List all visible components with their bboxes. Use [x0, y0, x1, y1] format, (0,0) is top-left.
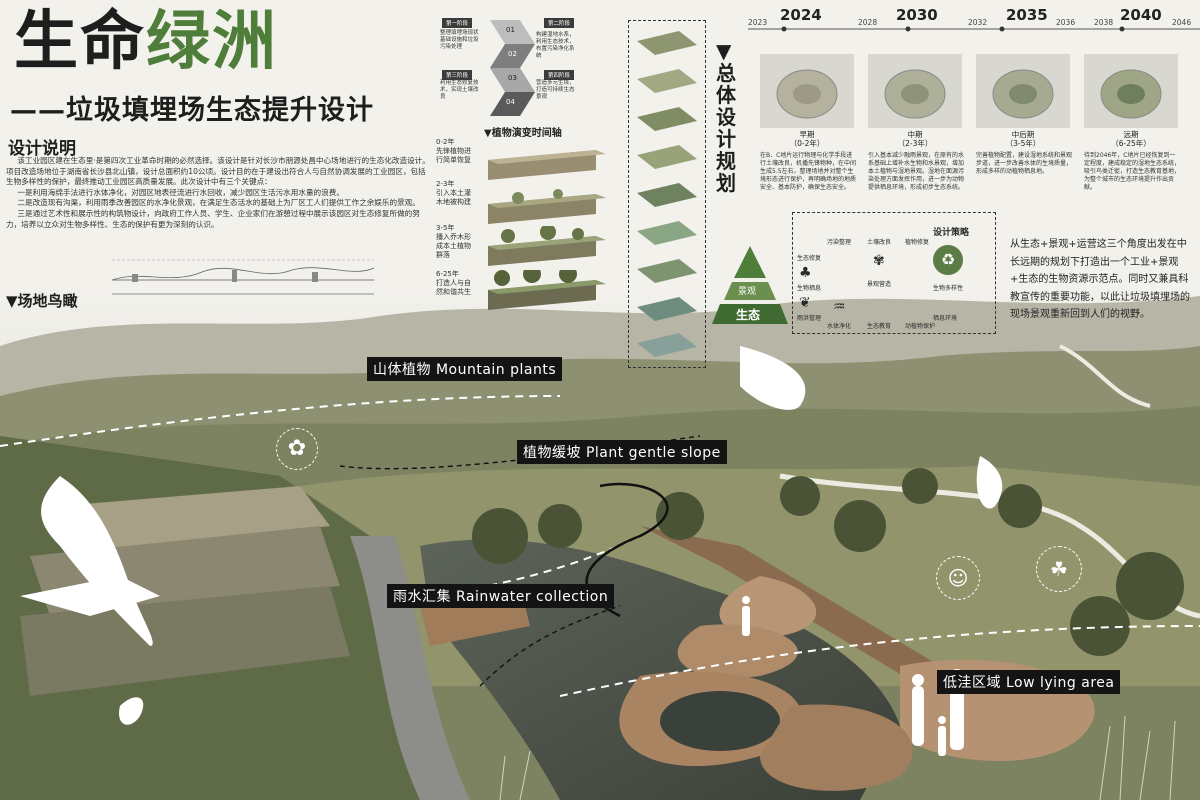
callout-mountain-plants: 山体植物 Mountain plants: [367, 357, 563, 381]
phase-description: 完善植物配置，建设湿地系统和景观步道，进一步改善水体的生境质量，形成多样的动植物…: [976, 152, 1073, 175]
tree-icon: ♣: [799, 265, 812, 281]
year-small-label: 2038: [1094, 18, 1114, 27]
vegetation-stage-label: 6-25年 打造人与自然和谐共生: [436, 270, 471, 296]
flower-icon: ✾: [873, 253, 885, 269]
water-flow-section-diagram: [112, 259, 374, 295]
process-note: 营造多元生境，打造可持续生态景观: [536, 80, 575, 100]
recycle-icon: ♻: [933, 245, 963, 275]
year-small-label: 2023: [748, 18, 768, 27]
phase-name: 早期 （0-2年）: [789, 130, 825, 148]
bird-icon: ❦: [799, 295, 811, 311]
year-small-label: 2036: [1056, 18, 1076, 27]
vegetation-layer-1: [488, 150, 606, 180]
process-number: 02: [508, 50, 517, 58]
design-paragraph: 一是利用海绵手法进行水体净化，对园区地表径流进行水回收，减少园区生活污水用水量的…: [17, 187, 344, 197]
strategy-title: 设计策略: [933, 228, 970, 238]
design-paragraph: 二是改造现有沟渠，利用雨季改善园区的水净化景观，在满足生态活水的基础上为厂区工人…: [17, 198, 420, 208]
year-label: 2040: [1120, 6, 1162, 24]
plant-sprout-icon: ✿: [276, 428, 318, 470]
phase-plan-long-term: [1084, 54, 1178, 128]
phase-description: 在B、C地片运行物理与化学手段进行土壤改良，机播先锋物种，在中间生成5.5左右，…: [760, 152, 857, 191]
droplet-icon: ♒: [833, 299, 846, 315]
phase-name: 远期 （6-25年）: [1111, 130, 1151, 148]
phase-plan-mid-late: [976, 54, 1070, 128]
process-diamonds: [490, 20, 535, 116]
year-label: 2035: [1006, 6, 1048, 24]
title-green-part: 绿洲: [146, 5, 278, 79]
phase-plan-early: [760, 54, 854, 128]
phase-description: 引入基本减少融雨景观，在原有的水系基础上增补水生物和水景观，增加本土植物与湿地景…: [868, 152, 965, 191]
year-small-label: 2028: [858, 18, 878, 27]
pyramid-label-ecology: 生态: [736, 308, 761, 322]
eco-bubble-icon: ☘: [1036, 546, 1082, 592]
poster-title: 生命绿洲: [14, 10, 278, 74]
phase-plan-mid: [868, 54, 962, 128]
process-note: 构建湿地水系，利用生态技术，布置污染净化系统: [536, 32, 575, 59]
phase-description: 待到2046年，C地片已经恢复到一定程度，建成稳定的湿地生态系统，吸引鸟类迁徙，…: [1084, 152, 1181, 191]
year-label: 2024: [780, 6, 822, 24]
stacked-layer-diagram: [637, 31, 697, 357]
design-paragraph: 该工业园区建在生态里·是第四次工业革命时期的必然选择。该设计是针对长沙市朋源处昌…: [6, 156, 430, 187]
aerial-render: [0, 286, 1200, 800]
eco-pyramid: 景观 生态: [710, 244, 790, 334]
vegetation-stage-label: 3-5年 播入乔木形成本土植物群落: [436, 224, 471, 259]
summary-text: 从生态+景观+运营这三个角度出发在中长远期的规划下打造出一个工业+景观+生态的生…: [1010, 239, 1190, 320]
vegetation-stage-label: 2-3年 引入本土灌木地被构建: [436, 180, 471, 206]
strategy-item: 植物修复: [905, 239, 930, 246]
strategy-item: 雨洪管理: [797, 315, 822, 322]
title-dark-part: 生命: [14, 5, 146, 79]
process-number: 01: [506, 26, 515, 34]
process-note: 整理填埋场现状基础设施和垃圾污染处理: [440, 30, 479, 50]
phase-name: 中期 （2-3年）: [897, 130, 933, 148]
phase-name: 中后期 （3-5年）: [1005, 130, 1041, 148]
process-tag: 第一阶段: [442, 18, 473, 28]
year-label: 2030: [896, 6, 938, 24]
process-tag: 第二阶段: [544, 18, 575, 28]
process-number: 04: [506, 98, 515, 106]
vegetation-layer-2: [488, 189, 606, 224]
process-number: 03: [508, 74, 517, 82]
year-small-label: 2046: [1172, 18, 1192, 27]
vegetation-layer-3: [488, 226, 606, 266]
design-strategy-box: 设计策略 生态修复 污染整理 土壤改良 植物修复 生物栖息 景观营造 雨洪管理 …: [792, 212, 996, 334]
strategy-item: 污染整理: [827, 239, 852, 246]
vegetation-timeline-heading: ▼植物演变时间轴: [484, 128, 562, 139]
pyramid-label-landscape: 景观: [738, 287, 757, 297]
year-small-label: 2032: [968, 18, 988, 27]
year-timeline-axis: [748, 26, 1200, 32]
strategy-item: 景观营造: [867, 281, 892, 288]
strategy-item: 生物栖息: [797, 285, 822, 292]
design-description: 该工业园区建在生态里·是第四次工业革命时期的必然选择。该设计是针对长沙市朋源处昌…: [6, 156, 430, 230]
strategy-item: 生物多样性: [933, 285, 964, 292]
strategy-item: 动植物保护: [905, 323, 936, 330]
vegetation-stage-label: 0-2年 先锋植物进行简单恢复: [436, 138, 471, 164]
design-heading: 设计说明: [8, 139, 76, 159]
callout-plant-gentle-slope: 植物缓坡 Plant gentle slope: [517, 440, 727, 464]
aerial-heading: ▼场地鸟瞰: [6, 292, 78, 310]
strategy-item: 生态教育: [867, 323, 892, 330]
design-paragraph: 三是通过艺术性和展示性的构筑物设计，向政府工作人员、学生、企业家们在游憩过程中展…: [6, 208, 420, 229]
process-tag: 第四阶段: [544, 70, 575, 80]
poster-subtitle: ——垃圾填埋场生态提升设计: [10, 95, 374, 126]
strategy-item: 土壤改良: [867, 239, 892, 246]
callout-rainwater-collection: 雨水汇集 Rainwater collection: [387, 584, 615, 608]
strategy-item: 水体净化: [827, 323, 852, 330]
design-layers-stack: [628, 20, 706, 368]
process-diagram: 第一阶段 第二阶段 第三阶段 第四阶段 整理填埋场现状基础设施和垃圾污染处理 构…: [440, 14, 575, 118]
strategy-item: 栖息环境: [933, 315, 958, 322]
family-icon: ☺: [936, 556, 980, 600]
callout-low-lying-area: 低洼区域 Low lying area: [937, 670, 1121, 694]
process-tag: 第三阶段: [442, 70, 473, 80]
vegetation-layer-4: [488, 270, 606, 310]
strategy-item: 生态修复: [797, 255, 822, 262]
overall-plan-title: ▼总体设计规划: [716, 39, 736, 195]
process-note: 利用生态修复技术，实现土壤改良: [440, 80, 479, 100]
